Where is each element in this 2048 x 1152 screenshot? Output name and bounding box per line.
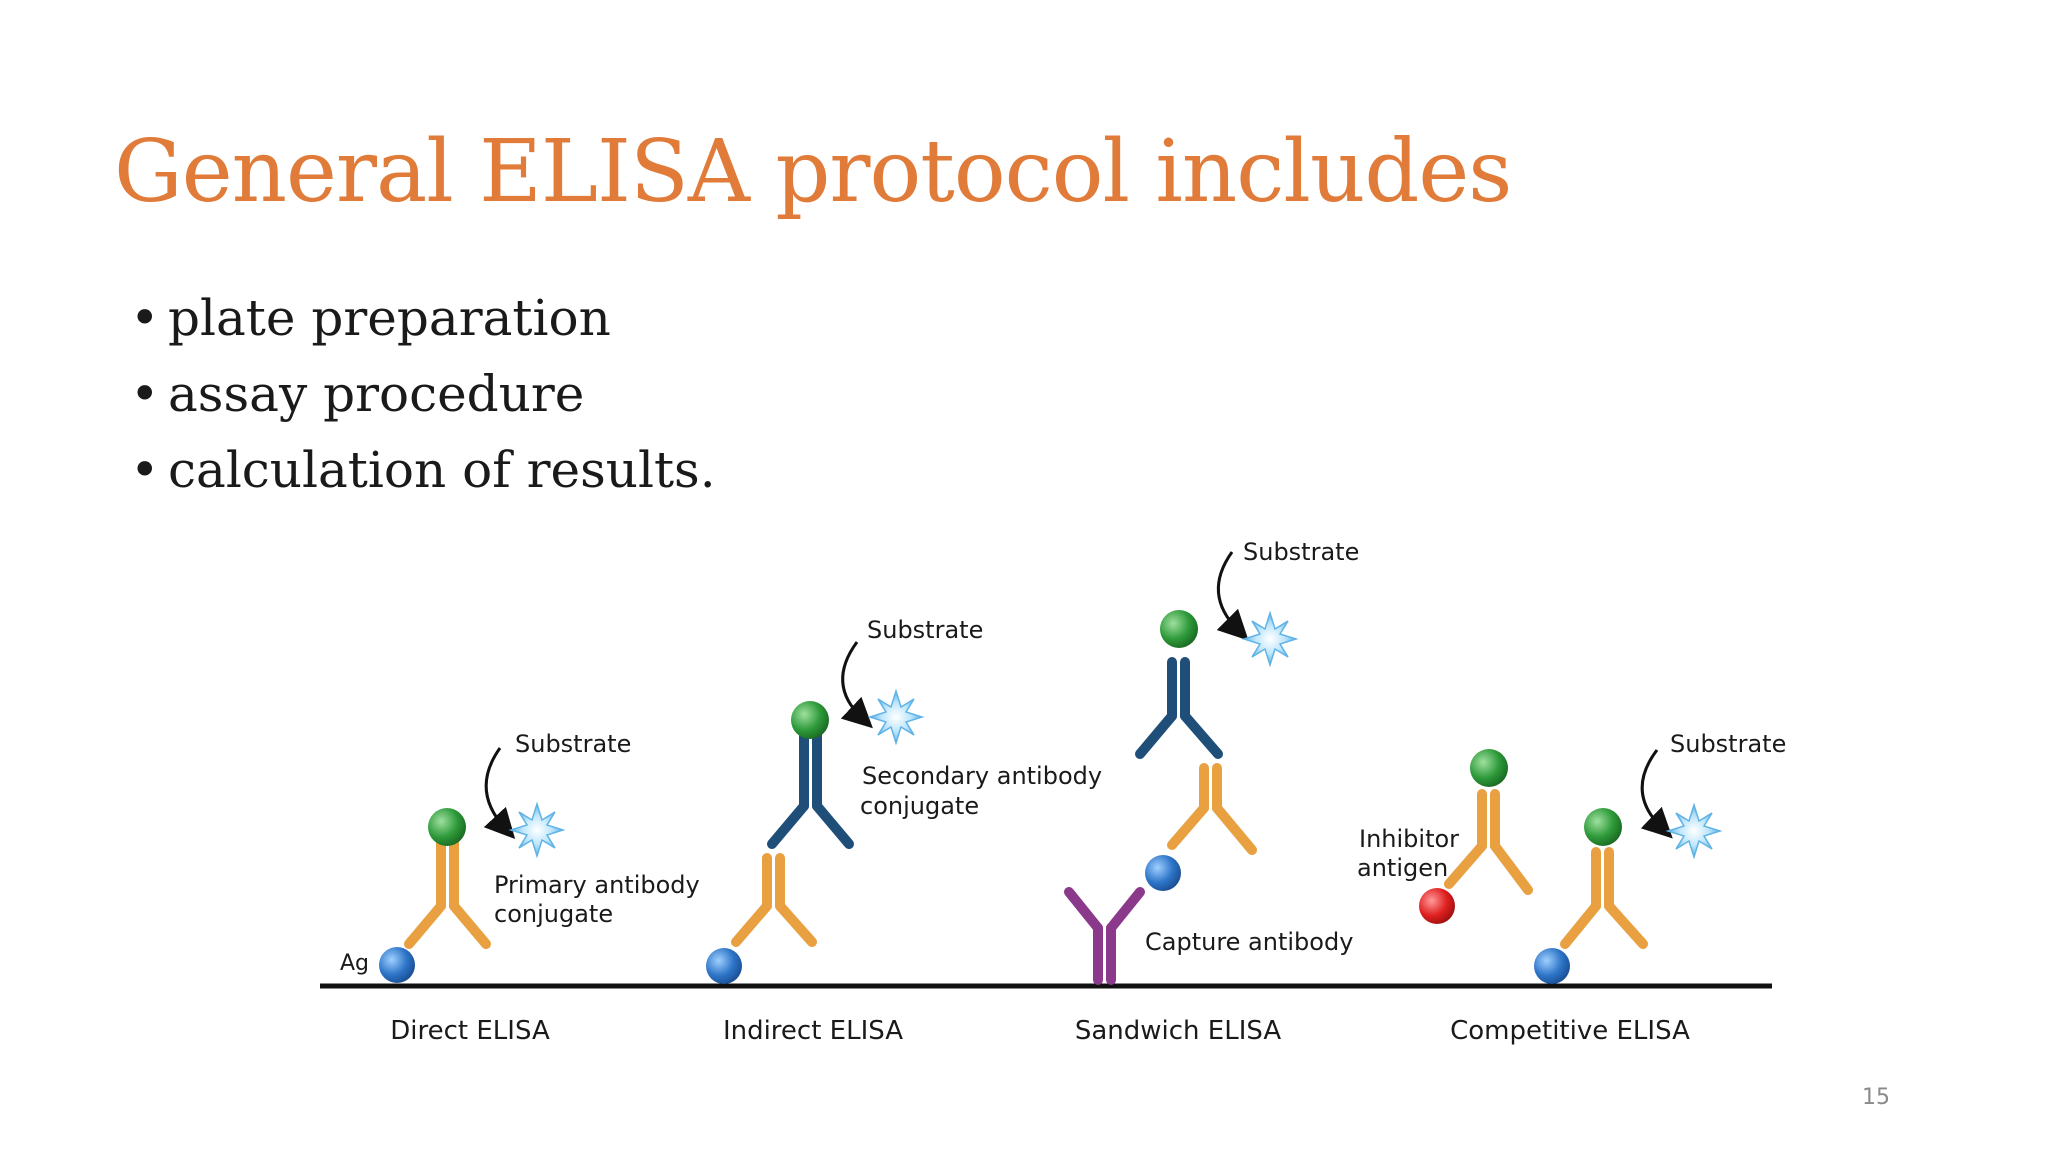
substrate-star-icon: [867, 688, 925, 746]
substrate-arrow: [1216, 551, 1249, 641]
panel-label-competitive: Competitive ELISA: [1450, 1016, 1690, 1046]
capture-antibody-icon: [1064, 887, 1145, 985]
primary-antibody-icon: [731, 853, 817, 947]
antigen-icon: [379, 947, 415, 983]
inhibitor-label: antigen: [1357, 854, 1448, 882]
antigen-icon: [1145, 855, 1181, 891]
bullet-item: •assay procedure: [130, 365, 585, 423]
panel-label-direct: Direct ELISA: [390, 1016, 550, 1046]
primary-conjugate-label: conjugate: [494, 900, 613, 928]
primary-conjugate-label: Primary antibody: [494, 871, 700, 899]
substrate-label: Substrate: [1243, 538, 1359, 566]
substrate-label: Substrate: [867, 616, 983, 644]
enzyme-icon: [1160, 610, 1198, 648]
ag-label: Ag: [340, 951, 369, 976]
bullet-item: •calculation of results.: [130, 441, 716, 499]
competitive-elisa-panel: Inhibitor antigen Substrate Competitive …: [1357, 730, 1786, 1046]
primary-antibody-icon: [404, 829, 491, 949]
substrate-arrow: [840, 641, 873, 729]
inhibitor-antigen-icon: [1419, 888, 1455, 924]
primary-antibody-icon: [1444, 789, 1533, 895]
panel-label-sandwich: Sandwich ELISA: [1075, 1016, 1282, 1046]
substrate-label: Substrate: [1670, 730, 1786, 758]
enzyme-icon: [791, 701, 829, 739]
secondary-antibody-icon: [1135, 657, 1223, 759]
page-number: 15: [1862, 1085, 1890, 1110]
substrate-arrow: [1640, 749, 1673, 839]
enzyme-icon: [1470, 749, 1508, 787]
bullet-item: •plate preparation: [130, 289, 611, 347]
primary-antibody-icon: [1560, 847, 1648, 949]
enzyme-icon: [1584, 808, 1622, 846]
bullet-list: •plate preparation •assay procedure •cal…: [130, 280, 716, 508]
enzyme-icon: [428, 808, 466, 846]
substrate-label: Substrate: [515, 730, 631, 758]
secondary-antibody-icon: [767, 729, 854, 849]
indirect-elisa-panel: Substrate Secondary antibody conjugate I…: [706, 616, 1102, 1046]
capture-antibody-label: Capture antibody: [1145, 928, 1353, 956]
direct-elisa-panel: Ag Substrate Primary antibody conjugate …: [340, 730, 700, 1046]
inhibitor-label: Inhibitor: [1359, 825, 1459, 853]
slide-title: General ELISA protocol includes: [114, 122, 1512, 222]
bullet-text: calculation of results.: [168, 441, 716, 499]
panel-label-indirect: Indirect ELISA: [723, 1016, 903, 1046]
substrate-star-icon: [508, 801, 566, 859]
sandwich-elisa-panel: Substrate Capture antibody Sandwich ELIS…: [1064, 538, 1359, 1046]
primary-antibody-icon: [1167, 763, 1257, 855]
secondary-conjugate-label: conjugate: [860, 792, 979, 820]
substrate-star-icon: [1241, 610, 1299, 668]
bullet-text: plate preparation: [168, 289, 611, 347]
substrate-arrow: [483, 747, 516, 840]
antigen-icon: [1534, 948, 1570, 984]
bullet-text: assay procedure: [168, 365, 585, 423]
antigen-icon: [706, 948, 742, 984]
secondary-conjugate-label: Secondary antibody: [862, 762, 1102, 790]
substrate-star-icon: [1665, 802, 1723, 860]
